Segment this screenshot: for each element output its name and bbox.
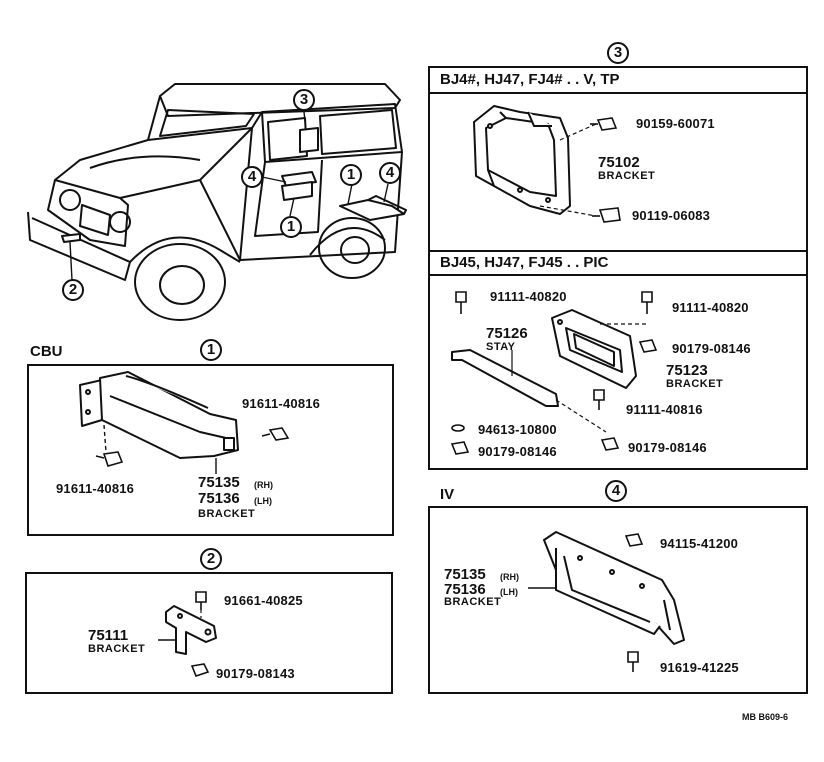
section-3-divider xyxy=(428,250,808,252)
part-75111: 75111 xyxy=(88,627,129,644)
bolt-91111-40820-right: 91111-40820 xyxy=(672,300,749,315)
callout-3-vehicle: 3 xyxy=(293,89,315,111)
bracket-name-2: BRACKET xyxy=(88,643,146,655)
callout-2-section: 2 xyxy=(200,548,222,570)
bolt-91611-40816-right: 91611-40816 xyxy=(242,396,321,411)
stay-name: STAY xyxy=(486,341,516,353)
bracket-name-4: BRACKET xyxy=(444,596,502,608)
callout-4-vehicle-right: 4 xyxy=(379,162,401,184)
nut-90179-08143: 90179-08143 xyxy=(216,666,295,681)
callout-1-section: 1 xyxy=(200,339,222,361)
section-3-top-title: BJ4#, HJ47, FJ4# . . V, TP xyxy=(440,71,620,88)
callout-4-section: 4 xyxy=(605,480,627,502)
bolt-91111-40820-left: 91111-40820 xyxy=(490,289,567,304)
nut-90179-08146-right: 90179-08146 xyxy=(672,341,751,356)
part-75136-iv: 75136 xyxy=(444,581,486,598)
section-cbu-label: CBU xyxy=(30,343,63,360)
label-lh-4: (LH) xyxy=(500,587,518,597)
label-rh-1: (RH) xyxy=(254,480,273,490)
bolt-91611-40816-left: 91611-40816 xyxy=(56,481,135,496)
footer-code: MB B609-6 xyxy=(742,712,789,722)
section-2-box xyxy=(25,572,393,694)
section-4-box xyxy=(428,506,808,694)
section-3-bottom-title: BJ45, HJ47, FJ45 . . PIC xyxy=(440,254,609,271)
callout-1-vehicle-left: 1 xyxy=(280,216,302,238)
bolt-90159-60071: 90159-60071 xyxy=(636,116,715,131)
bracket-name-75102: BRACKET xyxy=(598,170,656,182)
part-75123: 75123 xyxy=(666,362,708,379)
nut-90179-08146-bottom: 90179-08146 xyxy=(628,440,707,455)
part-75126: 75126 xyxy=(486,325,528,342)
nut-90179-08146-left: 90179-08146 xyxy=(478,444,557,459)
section-1-box xyxy=(27,364,394,536)
label-lh-1: (LH) xyxy=(254,496,272,506)
bolt-91619-41225: 91619-41225 xyxy=(660,660,739,675)
section-3-box xyxy=(428,66,808,470)
part-75135: 75135 xyxy=(198,474,240,491)
callout-2-vehicle: 2 xyxy=(62,279,84,301)
nut-94115-41200: 94115-41200 xyxy=(660,536,739,551)
bolt-91661-40825: 91661-40825 xyxy=(224,593,303,608)
section-iv-label: IV xyxy=(440,486,455,503)
part-75136: 75136 xyxy=(198,490,240,507)
label-rh-4: (RH) xyxy=(500,572,519,582)
part-75135-iv: 75135 xyxy=(444,566,486,583)
callout-1-vehicle-right: 1 xyxy=(340,164,362,186)
bolt-90119-06083: 90119-06083 xyxy=(632,208,711,223)
bracket-name-75123: BRACKET xyxy=(666,378,724,390)
section-3-bottom-title-rule xyxy=(428,274,808,276)
part-75102: 75102 xyxy=(598,154,640,171)
washer-94613-10800: 94613-10800 xyxy=(478,422,557,437)
bracket-name-1: BRACKET xyxy=(198,508,256,520)
callout-3-section: 3 xyxy=(607,42,629,64)
callout-4-vehicle-left: 4 xyxy=(241,166,263,188)
bolt-91111-40816: 91111-40816 xyxy=(626,402,703,417)
section-3-title-rule xyxy=(428,92,808,94)
